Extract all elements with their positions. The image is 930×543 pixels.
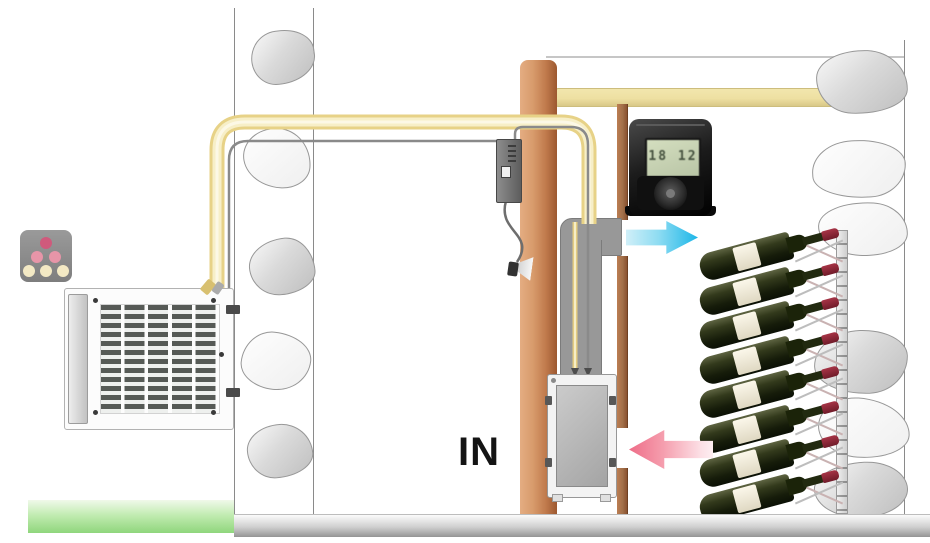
condenser-grille: [100, 304, 220, 414]
screw: [219, 352, 224, 357]
icon-dot-bottom: [40, 265, 52, 277]
floor-strip: [234, 514, 930, 537]
screw: [211, 298, 216, 303]
partition-board-lower: [617, 468, 628, 514]
icon-dot-bottom: [23, 265, 35, 277]
stone: [240, 125, 314, 191]
junction-box-window: [501, 166, 511, 178]
icon-dot-top: [40, 237, 52, 249]
grass-strip: [28, 500, 234, 533]
stone: [247, 25, 319, 89]
partition-board-middle: [617, 256, 628, 428]
bottle-capsule: [820, 469, 840, 484]
evaporator-clip: [545, 396, 552, 405]
wine-rack-bottles: [696, 227, 848, 525]
icon-dot-mid: [31, 251, 43, 263]
screw: [93, 298, 98, 303]
ceiling-line: [546, 56, 904, 58]
bottle-capsule: [820, 331, 840, 346]
wall-bracket: [226, 305, 240, 314]
junction-box-vents: [508, 145, 516, 163]
icon-dot-mid: [49, 251, 61, 263]
condenser-side-bar: [68, 294, 88, 424]
evaporator-foot: [552, 494, 563, 502]
power-plug: [507, 261, 519, 277]
evaporator-clip: [609, 458, 616, 467]
stone: [246, 235, 318, 298]
stone: [810, 137, 908, 201]
bottle-capsule: [820, 400, 840, 415]
thermostat-lcd-display: 18 12: [645, 138, 701, 178]
stone: [814, 48, 910, 116]
evaporator-unit: [556, 385, 608, 487]
thermostat-dpad-center-button: [666, 189, 675, 198]
refrigerant-line-channel: [560, 240, 602, 379]
evaporator-foot: [600, 494, 611, 502]
bottle-capsule: [820, 296, 840, 311]
evaporator-knob: [551, 378, 556, 383]
screw: [93, 410, 98, 415]
room-label-in: IN: [458, 430, 500, 474]
wall-bracket: [226, 388, 240, 397]
bottle-capsule: [820, 365, 840, 380]
stone: [245, 421, 315, 481]
left-stone-wall: [234, 8, 319, 514]
cold-air-supply-arrow: [626, 221, 698, 254]
stone: [238, 328, 314, 394]
right-stone-wall: [810, 40, 912, 521]
bottle-capsule: [820, 262, 840, 277]
evaporator-clip: [545, 458, 552, 467]
bottle-capsule: [820, 227, 840, 242]
bottle-capsule: [820, 434, 840, 449]
evaporator-clip: [609, 396, 616, 405]
screw: [211, 410, 216, 415]
wine-brand-icon: [20, 230, 72, 282]
thermostat-top-highlight: [636, 124, 705, 126]
partition-board-upper: [617, 104, 628, 220]
icon-dot-bottom: [57, 265, 69, 277]
